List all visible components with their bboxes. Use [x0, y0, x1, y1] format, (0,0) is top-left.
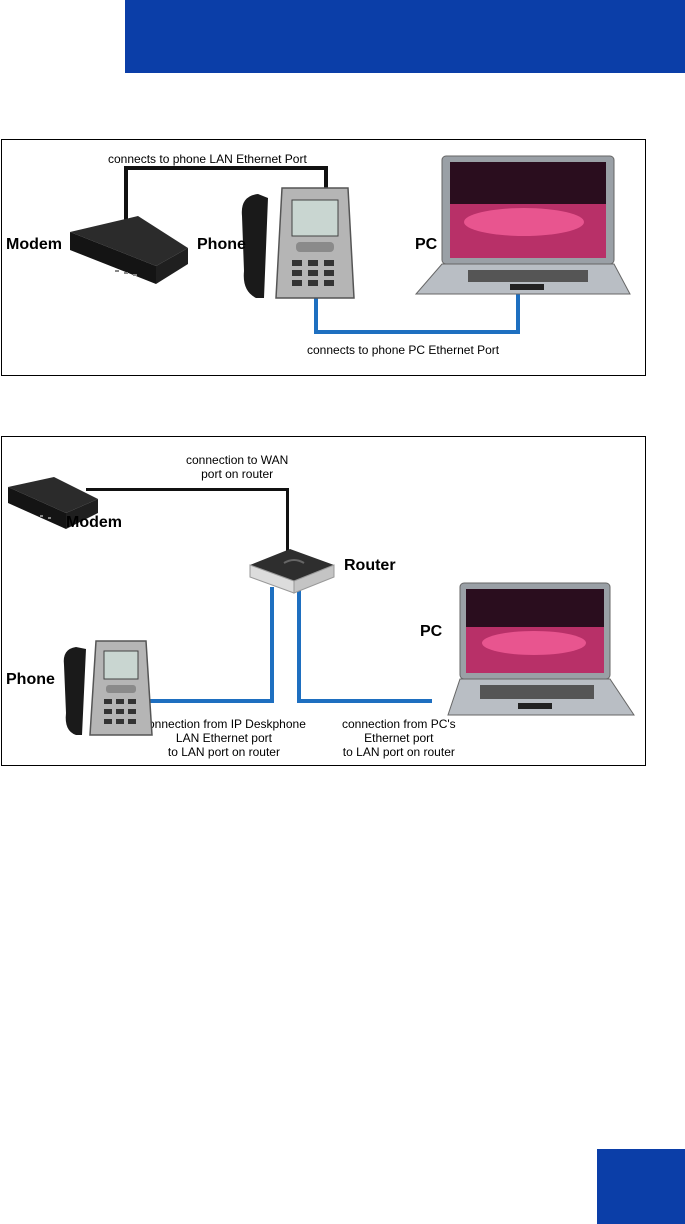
modem-icon [8, 477, 98, 529]
diagram-router-connection: connection to WAN port on router connect… [1, 436, 646, 766]
note-top: connects to phone LAN Ethernet Port [108, 152, 307, 166]
diagram-direct-connection: connects to phone LAN Ethernet Port conn… [1, 139, 646, 376]
note-bottom: connects to phone PC Ethernet Port [307, 343, 500, 357]
router-phone-cable [150, 587, 274, 703]
note-phone-lan: connection from IP Deskphone LAN Etherne… [142, 717, 306, 759]
router-icon [249, 549, 335, 594]
label-phone: Phone [197, 236, 246, 253]
phone-pc-cable [314, 288, 520, 334]
router-pc-cable [297, 587, 432, 703]
modem-icon [70, 216, 188, 284]
note-wan: connection to WAN port on router [186, 453, 289, 481]
modem-router-cable [86, 488, 289, 554]
laptop-icon [414, 155, 631, 295]
laptop-icon [447, 582, 635, 716]
page-tab [597, 1149, 685, 1224]
phone-icon [241, 187, 355, 299]
label-pc: PC [415, 236, 438, 253]
note-pc-lan: connection from PC's Ethernet port to LA… [342, 717, 456, 759]
label-pc: PC [420, 623, 443, 640]
label-modem: Modem [6, 236, 62, 253]
label-router: Router [344, 557, 396, 574]
header-bar [125, 0, 685, 73]
label-modem: Modem [66, 514, 122, 531]
phone-icon [63, 640, 153, 736]
label-phone: Phone [6, 671, 55, 688]
